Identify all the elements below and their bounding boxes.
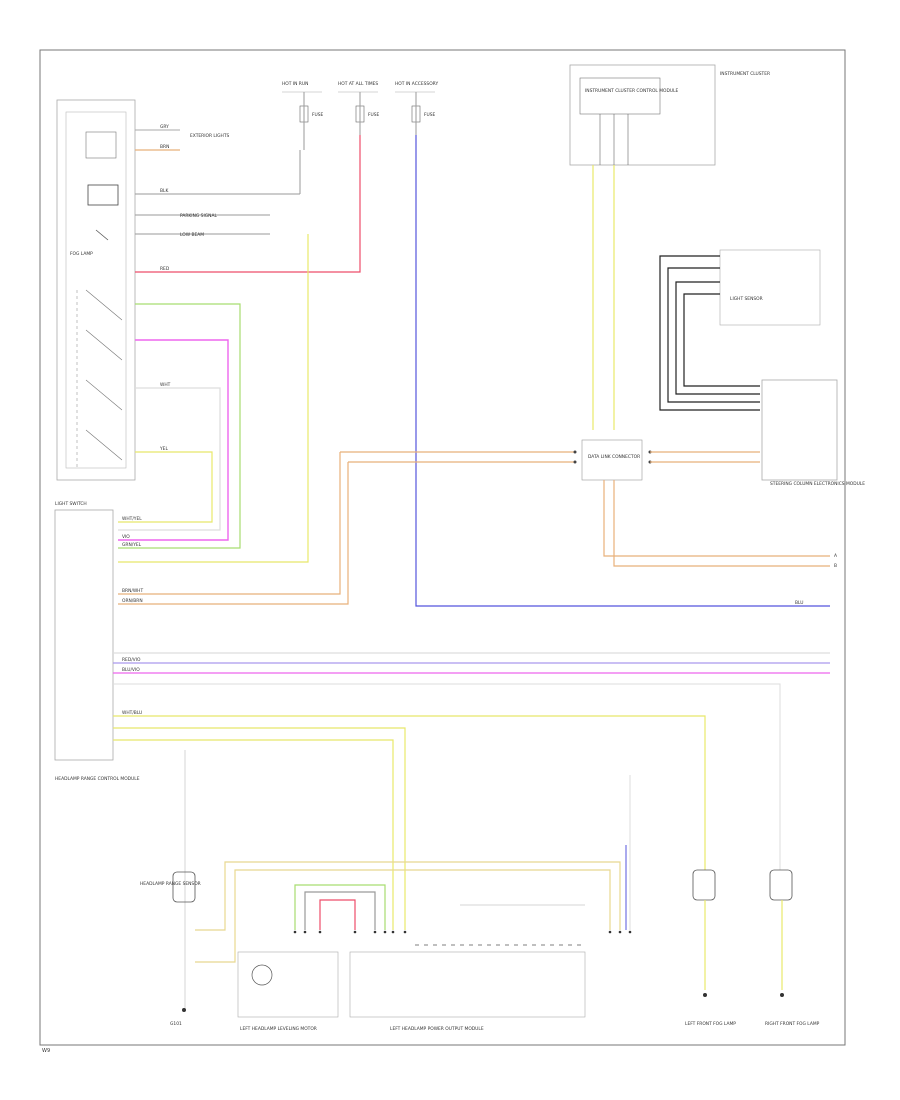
light-switch-contact-top	[85, 131, 117, 159]
hot-at-all-times-label: HOT AT ALL TIMES	[338, 81, 378, 87]
data-link-connector-box	[581, 439, 643, 481]
right-fog-lamp-label: RIGHT FRONT FOG LAMP	[765, 1021, 820, 1027]
ground-label: G101	[170, 1021, 182, 1027]
light-sensor-component: LIGHT SENSOR	[659, 249, 821, 411]
page-code: W9	[42, 1048, 50, 1054]
instrument-cluster-box	[569, 64, 716, 166]
hot-in-run-label: HOT IN RUN	[282, 81, 308, 87]
headlamp-control-module-component: HEADLAMP RANGE CONTROL MODULE	[54, 509, 140, 782]
instrument-cluster-sub-label: INSTRUMENT CLUSTER CONTROL MODULE	[585, 88, 679, 94]
wire-label-yel: YEL	[159, 446, 168, 452]
light-sensor-label: LIGHT SENSOR	[730, 296, 763, 302]
leveling-motor-label: LEFT HEADLAMP LEVELING MOTOR	[240, 1026, 317, 1032]
power-sources: HOT IN RUN HOT AT ALL TIMES HOT IN ACCES…	[282, 81, 438, 150]
diagram-frame	[39, 49, 846, 1046]
pin-a-label: A	[834, 553, 837, 559]
light-switch-outer-box	[56, 99, 136, 481]
left-fog-lamp-box	[692, 869, 716, 901]
headlamp-control-module-label: HEADLAMP RANGE CONTROL MODULE	[55, 776, 140, 782]
main-feeds	[118, 135, 830, 607]
steering-module-component: STEERING COLUMN ELECTRONICS MODULE	[761, 379, 865, 487]
exterior-lights-label: EXTERIOR LIGHTS	[190, 133, 230, 139]
hot-in-accessory-label: HOT IN ACCESSORY	[395, 81, 438, 87]
right-fog-lamp-box	[769, 869, 793, 901]
pin-b-label: B	[834, 563, 837, 569]
power-module-label: LEFT HEADLAMP POWER OUTPUT MODULE	[390, 1026, 484, 1032]
wire-label-wh-bu: WHT/BLU	[122, 710, 142, 716]
instrument-cluster-label: INSTRUMENT CLUSTER	[720, 71, 770, 77]
wire-label-bk: BLK	[160, 188, 168, 194]
instrument-cluster-wires	[592, 165, 615, 430]
range-sensor-label: HEADLAMP RANGE SENSOR	[140, 881, 201, 887]
wire-label-orn-brn: ORN/BRN	[122, 598, 143, 604]
range-sensor-box	[172, 871, 196, 903]
wire-label-wht: WHT	[160, 382, 171, 388]
data-link-connector-component: DATA LINK CONNECTOR	[573, 439, 652, 481]
wire-label-wh-ye: WHT/YEL	[122, 516, 142, 522]
connector-pins	[293, 930, 632, 934]
steering-module-box	[761, 379, 838, 481]
left-fog-lamp-component: LEFT FRONT FOG LAMP	[685, 869, 736, 1027]
instrument-cluster-component: INSTRUMENT CLUSTER INSTRUMENT CLUSTER CO…	[569, 64, 770, 166]
steering-module-label: STEERING COLUMN ELECTRONICS MODULE	[770, 481, 865, 487]
wire-label-vio: VIO	[122, 534, 130, 540]
wire-label-blu-vio: BLU/VIO	[122, 667, 140, 673]
fog-lamp-switch-label: FOG LAMP	[70, 251, 93, 257]
headlamp-control-module-box	[54, 509, 114, 761]
light-switch-resistor-box	[87, 184, 119, 206]
fuse-3-label: FUSE	[424, 112, 436, 118]
wire-label-brn: BRN	[160, 144, 169, 150]
wire-label-bl: BLU	[795, 600, 803, 606]
instrument-cluster-sub-box	[579, 77, 661, 115]
fuse-1-label: FUSE	[312, 112, 324, 118]
light-switch-inner-box	[65, 111, 127, 469]
wire-label-brn-wht: BRN/WHT	[122, 588, 143, 594]
data-bus-wires	[603, 451, 830, 567]
light-sensor-box	[719, 249, 821, 326]
light-switch-label: LIGHT SWITCH	[55, 501, 87, 507]
power-module-component: LEFT HEADLAMP POWER OUTPUT MODULE	[349, 904, 586, 1032]
power-module-box	[349, 951, 586, 1018]
wire-label-gy: GRY	[160, 124, 169, 130]
fuse-2-label: FUSE	[368, 112, 380, 118]
parking-signal-label: PARKING SIGNAL	[180, 213, 217, 219]
leveling-motor-component: LEFT HEADLAMP LEVELING MOTOR	[237, 884, 386, 1032]
wire-label-gn-ye: GRN/YEL	[122, 542, 142, 548]
data-link-connector-label: DATA LINK CONNECTOR	[588, 454, 640, 460]
wire-label-red-vio: RED/VIO	[122, 657, 141, 663]
left-fog-lamp-label: LEFT FRONT FOG LAMP	[685, 1021, 736, 1027]
range-sensor-component: HEADLAMP RANGE SENSOR G101	[140, 861, 621, 1027]
light-switch-component: FOG LAMP LIGHT SWITCH	[55, 99, 136, 507]
right-fog-lamp-component: RIGHT FRONT FOG LAMP	[765, 869, 820, 1027]
module-bus-wires	[113, 652, 830, 1010]
low-beam-label: LOW BEAM	[180, 232, 204, 238]
leveling-motor-box	[237, 951, 339, 1018]
wire-label-red: RED	[160, 266, 170, 272]
light-switch-wires	[118, 129, 361, 549]
